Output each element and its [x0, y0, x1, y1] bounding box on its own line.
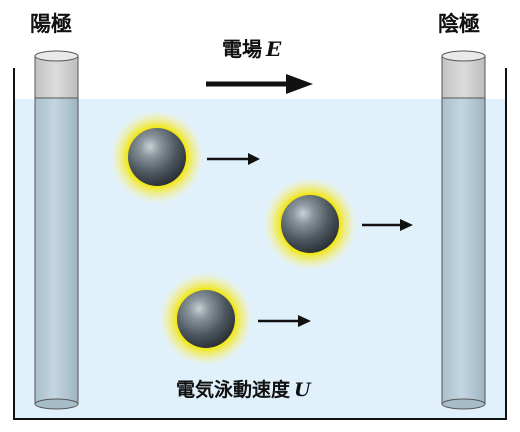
container: [13, 68, 507, 420]
electric-field-arrow: [206, 74, 313, 94]
particle-1: [110, 110, 204, 204]
electric-field-text: 電場: [222, 37, 262, 61]
electric-field-symbol: E: [266, 37, 282, 61]
mobility-text: 電気泳動速度: [176, 379, 291, 401]
anode-label: 陽極: [30, 12, 72, 36]
particle-3: [159, 272, 253, 366]
particle-2: [263, 177, 357, 271]
mobility-symbol: U: [294, 379, 311, 401]
cathode-electrode: [441, 50, 486, 410]
liquid: [14, 99, 506, 419]
velocity-arrow-2: [362, 219, 413, 231]
cathode-label: 陰極: [438, 12, 480, 36]
anode-electrode: [34, 50, 79, 410]
velocity-arrow-3: [258, 315, 311, 327]
velocity-arrow-1: [207, 153, 260, 165]
